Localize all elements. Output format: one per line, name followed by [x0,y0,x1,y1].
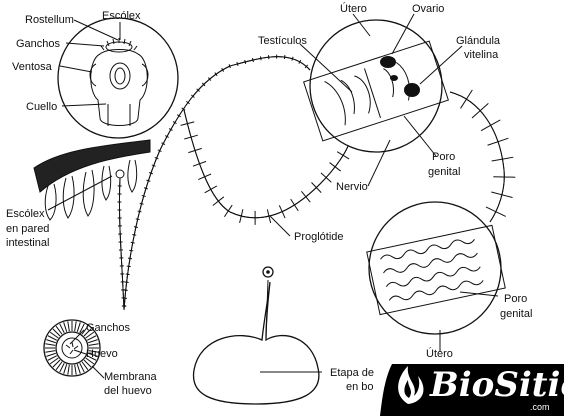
cysticercus [192,266,320,405]
mature-proglottid-view [303,19,449,153]
label-glandula-2: vitelina [464,49,499,61]
label-poro-2: genital [428,166,460,178]
gravid-proglottid-view [366,201,506,335]
label-membrana-1: Membrana [104,371,157,383]
label-ovario: Ovario [412,3,444,15]
label-glandula-1: Glándula [456,35,501,47]
biositio-watermark: BioSitio .com [380,364,564,416]
label-escolex-pared-2: en pared [6,223,49,235]
label-nervio: Nervio [336,181,368,193]
intestinal-wall [33,139,151,221]
label-testiculos: Testículos [258,35,307,47]
label-membrana-2: del huevo [104,385,152,397]
label-escolex-pared-3: intestinal [6,237,49,249]
label-ganchos-huevo: Ganchos [86,322,131,334]
label-etapa-2: en bo [346,381,374,393]
label-rostellum: Rostellum [25,14,74,26]
label-escolex-pared-1: Escólex [6,208,45,220]
label-huevo: Huevo [86,348,118,360]
brand-name: BioSitio [429,365,564,405]
egg [43,319,101,377]
flame-logo-icon [398,366,424,404]
label-utero-bottom: Útero [426,347,453,360]
brand-domain: .com [530,402,550,412]
label-utero-top: Útero [340,2,367,15]
scolex-magnified-view [57,17,179,139]
label-etapa-1: Etapa de [330,367,374,379]
leader-lines [47,13,499,379]
label-ganchos-scolex: Ganchos [16,38,61,50]
label-proglotide: Proglótide [294,231,344,243]
label-poro-1: Poro [432,151,455,163]
labels: Rostellum Escólex Ganchos Ventosa Cuello… [6,2,532,397]
label-poro2-1: Poro [504,293,527,305]
label-ventosa: Ventosa [12,61,53,73]
label-cuello: Cuello [26,101,57,113]
tapeworm-strobila [117,54,516,311]
label-poro2-2: genital [500,308,532,320]
label-escolex: Escólex [102,10,141,22]
